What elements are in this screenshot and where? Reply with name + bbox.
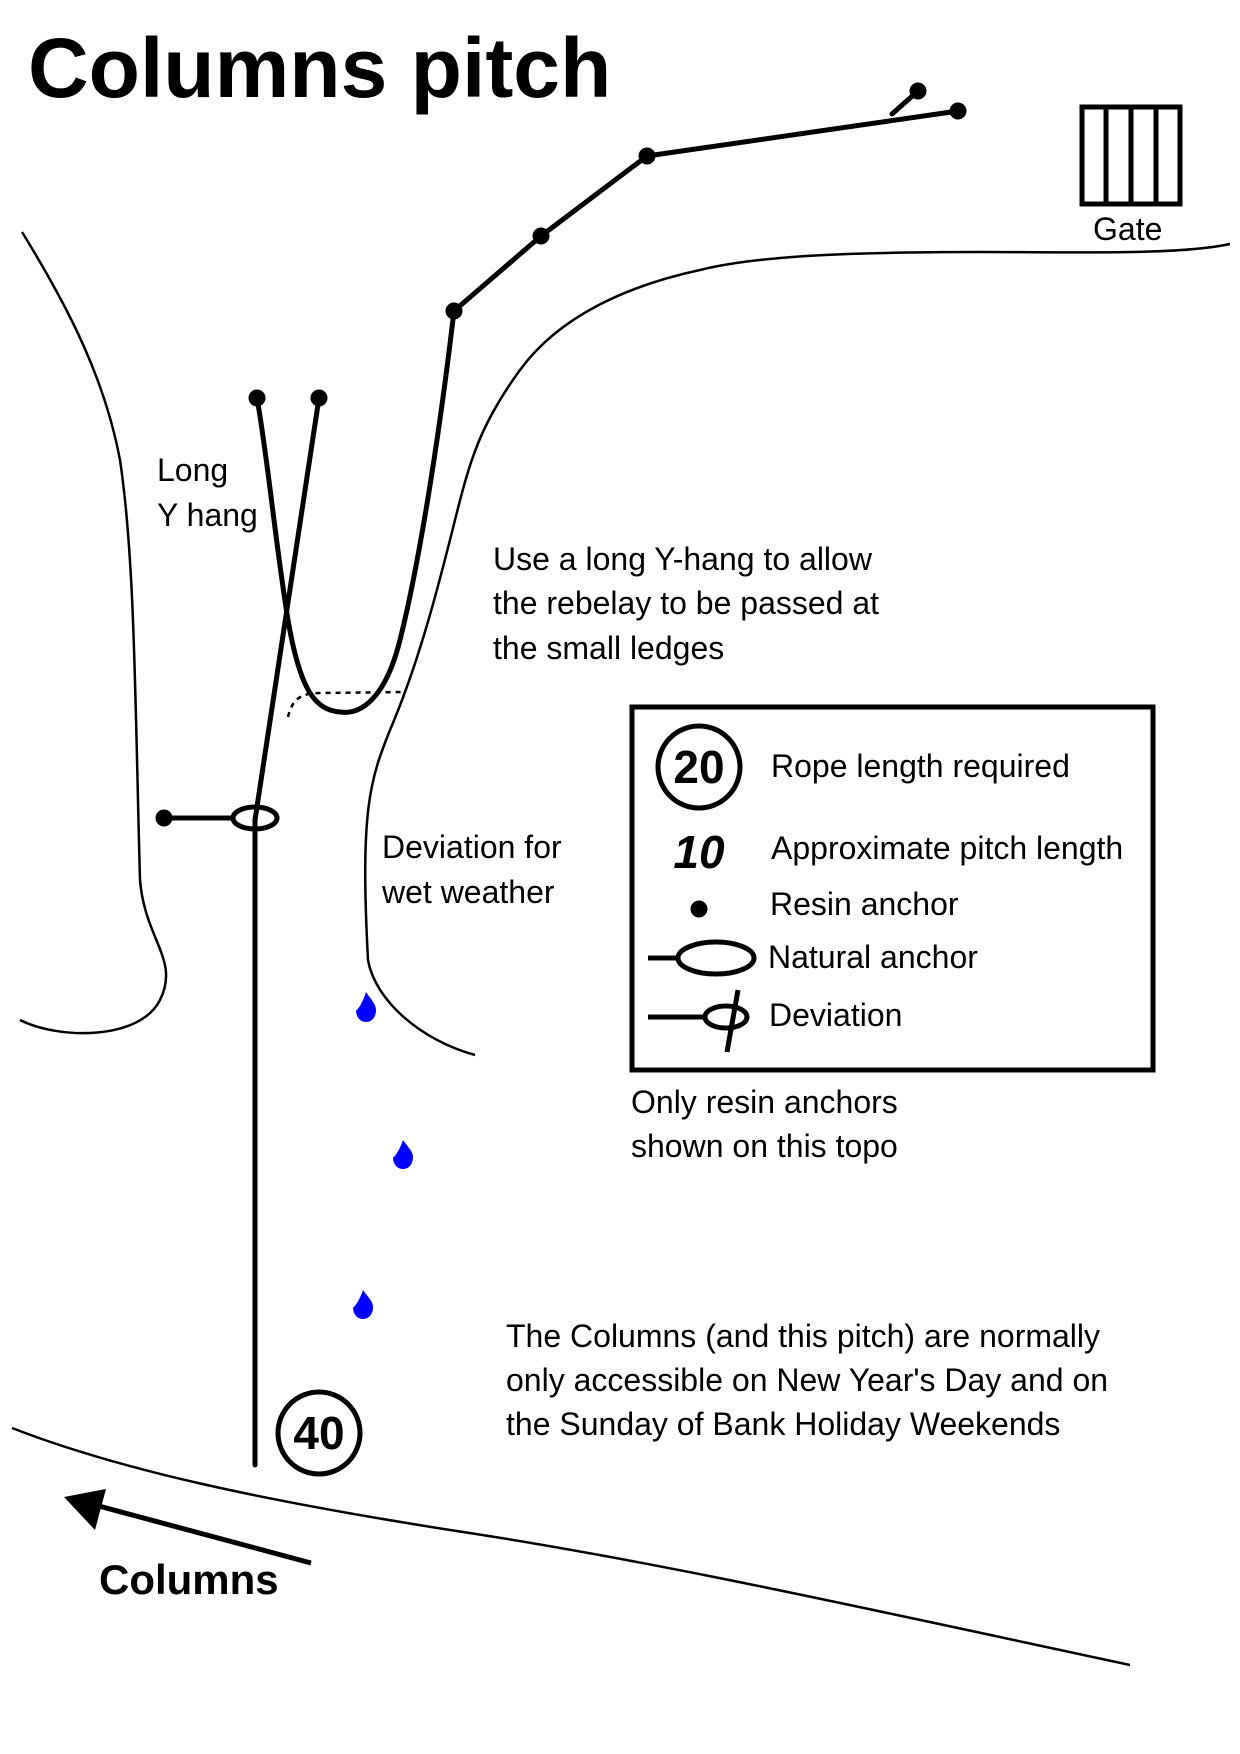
y-hang-note-line3: the small ledges xyxy=(493,630,724,666)
access-note-line2: only accessible on New Year's Day and on xyxy=(506,1362,1108,1398)
resin-note-line2: shown on this topo xyxy=(631,1128,898,1164)
legend-pitch-length-label: Approximate pitch length xyxy=(771,830,1123,866)
legend-natural-anchor-label: Natural anchor xyxy=(768,939,978,975)
access-note-line1: The Columns (and this pitch) are normall… xyxy=(506,1318,1100,1354)
right-wall xyxy=(364,242,1231,1057)
y-hang-note-line1: Use a long Y-hang to allow xyxy=(493,541,873,577)
resin-anchor-icon xyxy=(690,900,708,918)
resin-anchor-icon xyxy=(155,809,173,827)
rope-length-circle xyxy=(275,1389,363,1477)
floor-line xyxy=(11,1426,1131,1667)
legend-rope-length-example: 20 xyxy=(673,741,724,793)
y-hang-note-line2: the rebelay to be passed at xyxy=(493,585,879,621)
water-drop-icon xyxy=(356,992,376,1022)
legend: 20 Rope length required 10 Approximate p… xyxy=(629,704,1156,1073)
deviation-icon xyxy=(230,804,280,832)
deviation-note-line2: wet weather xyxy=(381,874,555,910)
resin-anchor-icon xyxy=(638,147,656,165)
columns-direction-label: Columns xyxy=(99,1556,279,1603)
resin-anchor-icon xyxy=(310,389,328,407)
legend-rope-length-label: Rope length required xyxy=(771,748,1070,784)
resin-note-line1: Only resin anchors xyxy=(631,1084,898,1120)
resin-anchors xyxy=(155,82,967,827)
water-drop-icon xyxy=(393,1140,413,1169)
deviation-icon xyxy=(648,989,750,1053)
rope-length-value: 40 xyxy=(293,1407,344,1459)
arrow-icon xyxy=(64,1489,312,1566)
long-y-hang-label-line2: Y hang xyxy=(157,497,258,533)
long-y-hang-label-line1: Long xyxy=(157,452,228,488)
natural-anchor-icon xyxy=(648,939,757,977)
resin-anchor-icon xyxy=(949,102,967,120)
resin-anchor-icon xyxy=(532,227,550,245)
main-hang-rope xyxy=(252,395,322,823)
access-note-line3: the Sunday of Bank Holiday Weekends xyxy=(506,1406,1060,1442)
resin-anchor-icon xyxy=(909,82,927,100)
resin-anchor-icon xyxy=(445,302,463,320)
legend-rope-length-circle xyxy=(655,723,743,811)
water-drop-icon xyxy=(353,1290,373,1319)
long-y-hang-loop xyxy=(254,308,457,715)
gate-icon xyxy=(1079,104,1183,207)
gate-label: Gate xyxy=(1093,211,1162,247)
legend-resin-anchor-label: Resin anchor xyxy=(770,886,959,922)
page-title: Columns pitch xyxy=(28,21,611,115)
resin-anchor-icon xyxy=(248,389,266,407)
traverse-rope xyxy=(451,108,961,314)
left-wall xyxy=(19,231,168,1035)
small-ledge xyxy=(286,690,406,718)
legend-deviation-label: Deviation xyxy=(769,997,902,1033)
legend-pitch-length-example: 10 xyxy=(673,826,725,878)
deviation-note-line1: Deviation for xyxy=(382,829,562,865)
